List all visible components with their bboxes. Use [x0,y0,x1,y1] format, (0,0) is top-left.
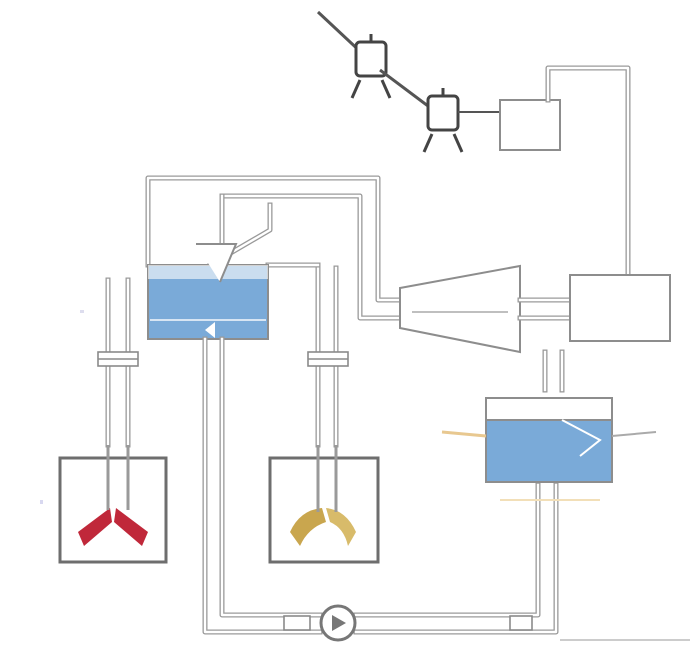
cooling-water-out [611,431,657,437]
pump-icon [319,604,357,642]
turbine [399,264,521,354]
decor-mark [80,310,84,313]
wind-turbine-icon [316,10,392,99]
pipe-return-right-outer [353,482,559,635]
wind-turbine-icon [379,68,500,153]
valve-icon [283,615,311,631]
valve-icon [307,351,349,367]
generator-box [499,99,561,151]
controller-box [569,274,671,342]
valve-icon [97,351,139,367]
pipe-return-right [353,482,541,618]
valve-icon [509,615,533,631]
hot-water-tank [58,445,168,564]
cold-water-tank [268,445,380,564]
decor-mark [40,500,43,504]
evaporator [147,243,269,340]
cooling-water-in [441,430,487,438]
condenser [485,397,613,483]
